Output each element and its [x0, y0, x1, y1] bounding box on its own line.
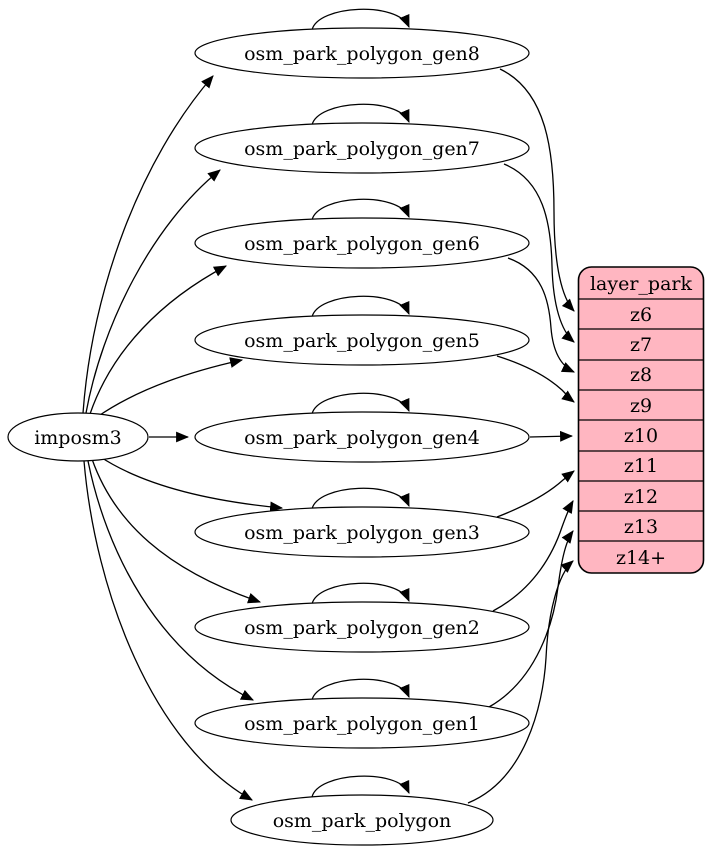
edge-gen2-to-z12 — [492, 500, 574, 612]
edge-imposm3-to-polygon — [83, 460, 253, 801]
self-loop-gen1 — [311, 678, 410, 701]
edges-to-layer — [467, 68, 575, 804]
node-label: osm_park_polygon_gen8 — [244, 43, 480, 65]
edge-gen8-to-z6 — [499, 68, 575, 312]
node-layer-park: layer_park z6 z7 z8 z9 z10 z11 z12 z13 z… — [577, 266, 705, 574]
layer-row-z14plus: z14+ — [616, 547, 666, 569]
node-imposm3: imposm3 — [7, 412, 149, 462]
node-label: osm_park_polygon_gen2 — [244, 617, 480, 639]
edges-from-source — [82, 75, 284, 801]
node-label: osm_park_polygon_gen1 — [244, 713, 480, 735]
node-osm-park-polygon-gen1: osm_park_polygon_gen1 — [194, 697, 530, 749]
self-loop-gen7 — [311, 103, 410, 126]
layer-row-z8: z8 — [630, 364, 652, 386]
node-osm-park-polygon-gen4: osm_park_polygon_gen4 — [194, 411, 530, 463]
node-osm-park-polygon-gen6: osm_park_polygon_gen6 — [194, 217, 530, 269]
edge-gen5-to-z9 — [496, 355, 575, 403]
node-osm-park-polygon-gen2: osm_park_polygon_gen2 — [194, 601, 530, 653]
node-label: osm_park_polygon_gen3 — [244, 522, 480, 544]
edge-imposm3-to-gen3 — [98, 455, 284, 513]
node-osm-park-polygon-gen8: osm_park_polygon_gen8 — [194, 27, 530, 79]
self-loop-gen8 — [311, 8, 410, 31]
edge-imposm3-to-gen1 — [87, 460, 254, 701]
node-label: osm_park_polygon_gen7 — [244, 138, 480, 160]
node-label: osm_park_polygon_gen5 — [244, 330, 480, 352]
layer-row-z13: z13 — [624, 516, 658, 538]
node-osm-park-polygon-gen3: osm_park_polygon_gen3 — [194, 506, 530, 558]
edge-gen3-to-z11 — [496, 470, 575, 518]
node-label: osm_park_polygon — [273, 810, 452, 832]
layer-row-z10: z10 — [624, 425, 658, 447]
layer-row-z7: z7 — [630, 334, 652, 356]
node-osm-park-polygon-gen5: osm_park_polygon_gen5 — [194, 314, 530, 366]
node-osm-park-polygon: osm_park_polygon — [230, 794, 494, 846]
node-label: osm_park_polygon_gen6 — [244, 233, 480, 255]
edge-gen4-to-z10 — [529, 430, 574, 442]
layer-row-z11: z11 — [624, 455, 658, 477]
layer-park-title: layer_park — [590, 273, 693, 295]
node-label: imposm3 — [34, 427, 122, 449]
node-osm-park-polygon-gen7: osm_park_polygon_gen7 — [194, 122, 530, 174]
edge-gen7-to-z7 — [503, 163, 575, 343]
edge-gen6-to-z8 — [507, 257, 575, 373]
self-loop-gen4 — [311, 392, 410, 415]
edge-imposm3-to-gen8 — [82, 75, 214, 414]
layer-row-z6: z6 — [630, 304, 652, 326]
self-loop-polygon — [311, 775, 410, 798]
self-loop-gen6 — [311, 198, 410, 221]
self-loop-gen3 — [311, 487, 410, 510]
edge-imposm3-to-gen5 — [96, 357, 244, 418]
layer-row-z9: z9 — [630, 395, 652, 417]
node-label: osm_park_polygon_gen4 — [244, 427, 480, 449]
self-loop-gen5 — [311, 295, 410, 318]
edge-imposm3-to-gen2 — [91, 458, 262, 604]
self-loops — [311, 8, 410, 798]
edge-gen1-to-z13 — [488, 530, 574, 708]
edge-polygon-to-z14 — [467, 560, 574, 804]
layer-row-z12: z12 — [624, 486, 658, 508]
edge-imposm3-to-gen7 — [85, 169, 221, 414]
edge-imposm3-to-gen6 — [89, 265, 227, 415]
self-loop-gen2 — [311, 582, 410, 605]
